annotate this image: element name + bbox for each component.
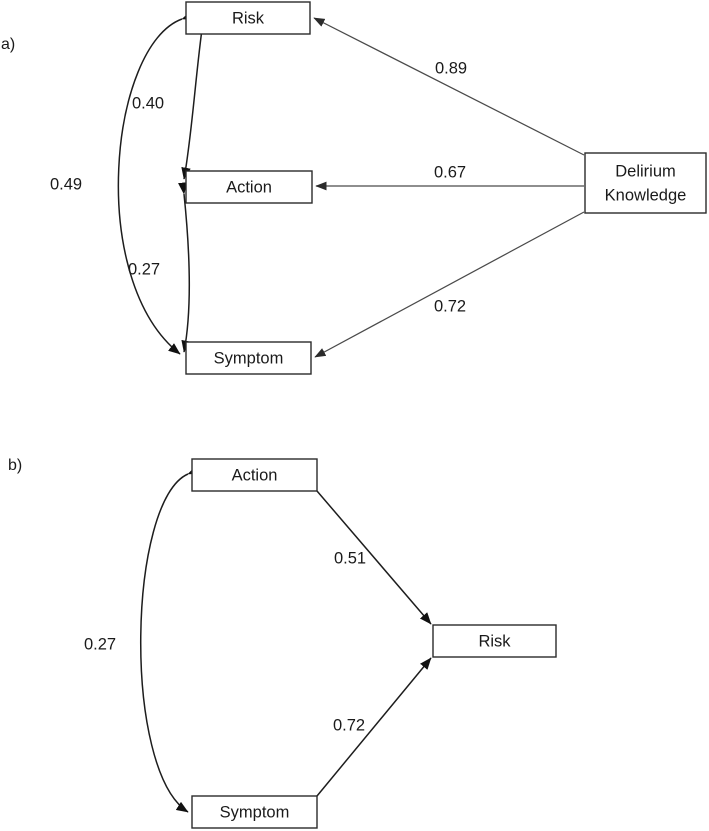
node-symptom-a-box[interactable] [185,341,312,375]
node-risk-a-box[interactable] [185,1,311,35]
panel-b-label: b) [8,457,22,474]
node-action-b-box[interactable] [191,458,318,492]
node-delirium-knowledge-label-line2: Knowledge [605,186,687,204]
node-delirium-knowledge-label-line1: Delirium [615,162,676,180]
node-delirium-knowledge[interactable]: Delirium Knowledge [584,152,707,214]
edge-action-risk-b-path [316,490,432,625]
edge-risk-symptom-path [117,10,195,355]
node-risk-b-label: Risk [478,632,511,650]
node-risk-b-box[interactable] [432,624,557,658]
edge-delirium-symptom-label: 0.72 [434,297,466,315]
edge-action-symptom-label: 0.27 [128,260,160,278]
node-delirium-knowledge-box[interactable] [584,152,707,214]
node-risk-a-label: Risk [232,9,265,27]
edge-delirium-action-label: 0.67 [434,163,466,181]
node-action-b-label: Action [232,466,278,484]
edge-action-risk-b-label: 0.51 [334,549,366,567]
edge-delirium-risk: 0.89 [313,17,585,156]
edge-action-symptom-path [178,182,191,353]
node-action-b[interactable]: Action [191,458,318,492]
edge-action-symptom-b-path [140,465,201,813]
edge-action-risk-b: 0.51 [316,490,432,625]
edge-risk-action: 0.40 [132,10,210,180]
node-symptom-a-label: Symptom [214,349,284,367]
node-action-a-label: Action [226,178,272,196]
edge-delirium-symptom: 0.72 [314,211,585,358]
node-action-a-box[interactable] [185,170,313,204]
edge-risk-action-label: 0.40 [132,94,164,112]
panel-a-label: a) [1,36,15,53]
edge-risk-symptom-label: 0.49 [50,175,82,193]
edge-action-symptom-b-label: 0.27 [84,635,116,653]
edge-symptom-risk-b: 0.72 [316,657,432,797]
edge-symptom-risk-b-path [316,657,432,797]
node-symptom-b-label: Symptom [220,803,290,821]
panel-a: a) 0.40 0.49 0.27 0.89 [1,1,707,375]
edge-action-symptom: 0.27 [128,182,191,353]
node-risk-a[interactable]: Risk [185,1,311,35]
node-risk-b[interactable]: Risk [432,624,557,658]
panel-b: b) 0.27 0.51 0.72 Action [8,457,557,829]
edge-risk-action-path [181,10,210,180]
edge-symptom-risk-b-label: 0.72 [333,716,365,734]
edge-risk-symptom: 0.49 [50,10,195,355]
edge-delirium-risk-label: 0.89 [435,59,467,77]
edge-delirium-risk-path [313,17,585,156]
edge-delirium-symptom-path [314,211,585,358]
node-symptom-b[interactable]: Symptom [191,795,318,829]
node-symptom-b-box[interactable] [191,795,318,829]
edge-delirium-action: 0.67 [315,163,584,191]
node-symptom-a[interactable]: Symptom [185,341,312,375]
edge-action-symptom-b: 0.27 [84,465,201,813]
node-action-a[interactable]: Action [185,170,313,204]
